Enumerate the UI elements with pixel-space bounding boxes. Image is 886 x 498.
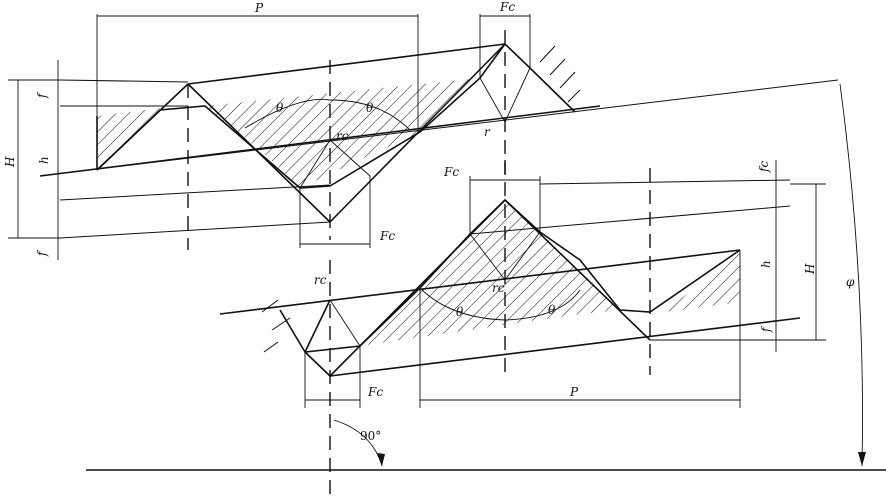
rc-2-line <box>479 77 506 123</box>
rc-4-line-a <box>304 299 331 353</box>
h-right-label: h <box>759 260 773 268</box>
f-right-bottom-label: f <box>759 325 773 333</box>
lower-flank-sharp-left <box>329 199 506 377</box>
theta-1-label: θ <box>276 101 284 115</box>
theta-arc-4 <box>504 289 581 321</box>
p-bottom-label: P <box>569 385 579 399</box>
theta-arc-2 <box>329 99 411 131</box>
rc-1-line <box>299 139 331 189</box>
p-top-label: P <box>254 1 264 15</box>
upper-main-hatch <box>205 78 480 188</box>
phi-arc <box>839 83 863 467</box>
fc-right-label: Fc <box>443 165 459 179</box>
H-right-label: H <box>803 263 817 275</box>
rc-1-label: rc <box>336 129 349 143</box>
theta-2-label: θ <box>366 101 374 115</box>
theta-arc-3 <box>419 287 506 321</box>
h-left-label: h <box>37 156 51 164</box>
rc-3-label: rc <box>492 281 505 295</box>
lower-pitch-line <box>219 249 741 315</box>
lower-right-hatch <box>665 250 740 312</box>
phi-ref-line <box>39 79 839 177</box>
upper-thread-profile: P Fc H f h f θ θ rc r Fc <box>3 0 601 260</box>
angle-90-arrowhead <box>377 453 385 466</box>
theta-arc-1 <box>244 98 331 129</box>
rc-2b-line <box>504 67 531 123</box>
phi-label: φ <box>846 275 855 289</box>
upper-f-ref-top <box>59 79 189 83</box>
upper-right-hatch-strokes <box>539 45 581 103</box>
theta-3-label: θ <box>456 305 464 319</box>
rc-3-line-a <box>469 233 506 281</box>
lower-root-left <box>304 351 331 377</box>
lower-crest-line <box>469 205 791 235</box>
fc-bottom-label: Fc <box>367 385 383 399</box>
lower-minor-line <box>329 317 801 377</box>
upper-profile-outline <box>96 42 576 189</box>
fc-top-label: Fc <box>499 0 515 14</box>
f-top-left-label: f <box>35 91 49 99</box>
rc-3-line-b <box>504 231 541 281</box>
phi-arrowhead <box>858 452 866 466</box>
H-left-label: H <box>3 156 17 168</box>
upper-flank-sharp <box>187 83 331 223</box>
angle-90-arc <box>333 419 383 467</box>
upper-flank-sharp-right <box>329 43 506 223</box>
upper-flank-left <box>96 83 189 171</box>
lower-top-ref <box>539 179 791 185</box>
f-bottom-left-label: f <box>35 249 49 257</box>
upper-root-ref-line <box>59 184 331 201</box>
base-angles: φ 90° <box>39 79 886 471</box>
theta-4-label: θ <box>548 303 556 317</box>
upper-bottom-ref-line <box>59 221 331 239</box>
rc-2-label: r <box>484 125 491 139</box>
rc-1b-line <box>329 139 371 177</box>
rc-4-label: rc <box>314 273 327 287</box>
lower-left-hatch-strokes <box>261 299 291 353</box>
fc-mid-label: Fc <box>379 229 395 243</box>
angle-90-label: 90° <box>360 429 381 443</box>
lower-flank-sharp-right <box>504 199 651 341</box>
rc-4-line-b <box>329 299 361 347</box>
lower-thread-profile: Fc rc rc θ θ Fc P fc h H f <box>219 160 826 498</box>
upper-major-line <box>187 43 506 85</box>
f-right-top-label: fc <box>757 161 771 173</box>
